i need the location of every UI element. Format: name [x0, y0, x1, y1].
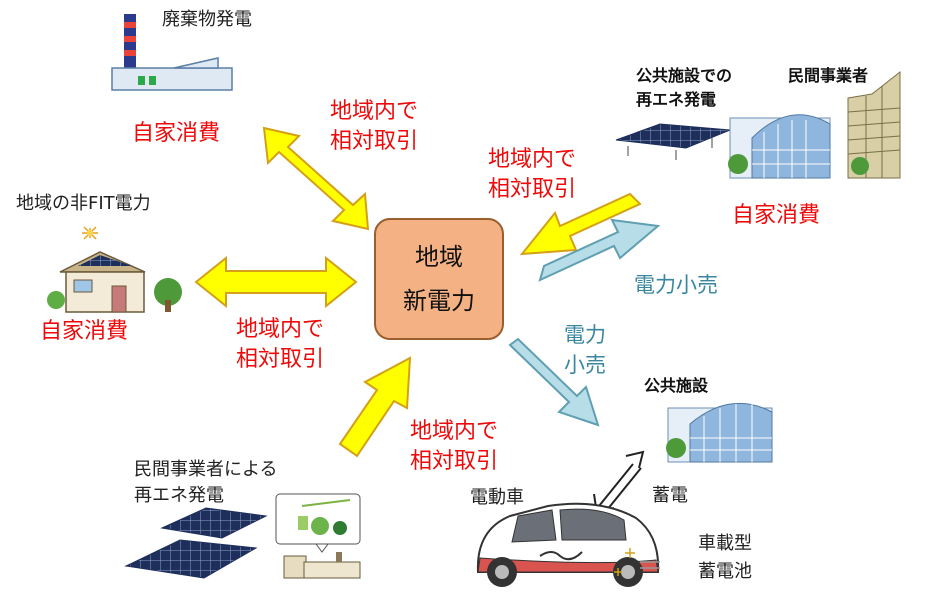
public-gen-label-1: 公共施設での [636, 66, 733, 85]
center-new-power-company: 地域 新電力 [374, 218, 504, 340]
retail-label-mid-1: 電力 [564, 323, 606, 347]
private-gen-label-2: 再エネ発電 [134, 485, 224, 506]
trade-label-nonfit-1: 地域内で [236, 317, 325, 342]
public-facility-label: 公共施設 [644, 376, 709, 395]
trade-label-private-1: 地域内で [410, 419, 499, 444]
retail-arrow-public-gen [538, 218, 661, 282]
center-label-line1: 地域 [415, 242, 463, 271]
nonfit-power-label: 地域の非FIT電力 [16, 193, 151, 214]
public-building-top-icon [728, 114, 831, 179]
public-facility-icon [666, 402, 773, 463]
electric-vehicle-icon [476, 502, 660, 587]
trade-arrow-private-gen [338, 356, 412, 458]
biomass-plant-icon [275, 493, 361, 579]
trade-arrow-public-gen [519, 192, 642, 256]
center-label-line2: 新電力 [403, 287, 475, 315]
waste-self-consumption: 自家消費 [132, 121, 221, 146]
private-solar-panels-icon [124, 507, 268, 579]
trade-label-public-1: 地域内で [488, 147, 577, 172]
onboard-battery-label-1: 車載型 [698, 533, 752, 554]
public-gen-label-2: 再エネ発電 [636, 90, 717, 109]
solar-house-icon [47, 226, 182, 313]
trade-label-private-2: 相対取引 [410, 449, 499, 474]
trade-label-waste-2: 相対取引 [330, 129, 419, 154]
waste-plant-icon [111, 14, 233, 91]
trade-label-nonfit-2: 相対取引 [236, 347, 325, 372]
private-business-label: 民間事業者 [788, 66, 869, 85]
nonfit-self-consumption: 自家消費 [40, 319, 129, 344]
retail-label-mid-2: 小売 [564, 353, 606, 377]
office-tower-icon [847, 70, 901, 179]
trade-arrow-nonfit [194, 255, 358, 309]
trade-arrow-waste [262, 126, 370, 231]
retail-arrow-public-facility [508, 337, 600, 427]
public-solar-panels-icon [615, 123, 731, 160]
retail-label-top: 電力小売 [634, 273, 718, 297]
charge-double-arrow [593, 450, 645, 516]
private-gen-label-1: 民間事業者による [134, 459, 278, 480]
charge-label: 蓄電 [652, 485, 688, 506]
public-gen-self-consumption: 自家消費 [732, 203, 821, 228]
ev-label: 電動車 [470, 487, 524, 508]
trade-label-public-2: 相対取引 [488, 177, 577, 202]
sparkle-icon [614, 548, 660, 576]
onboard-battery-label-2: 蓄電池 [698, 561, 752, 582]
waste-power-label: 廃棄物発電 [162, 9, 252, 30]
trade-label-waste-1: 地域内で [330, 99, 419, 124]
